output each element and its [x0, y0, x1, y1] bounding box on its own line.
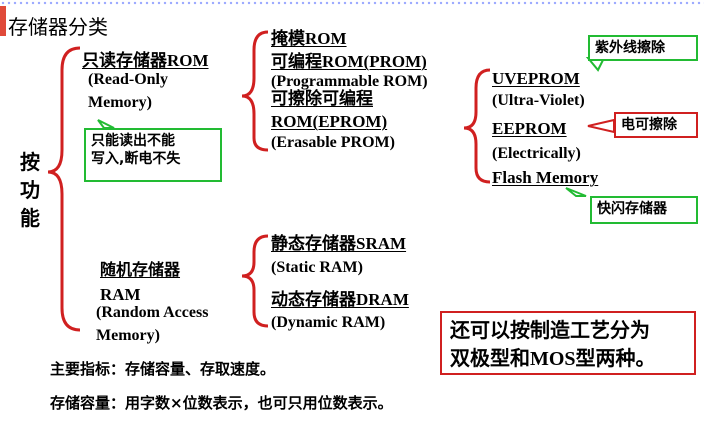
process-note-line2: 双极型和MOS型两种。 [450, 348, 656, 370]
rom-brace [241, 30, 269, 152]
electric-callout: 电可擦除 [614, 112, 698, 138]
eprom-title1: 可擦除可编程 [271, 89, 373, 108]
top-dot-border [0, 0, 704, 6]
main-brace [47, 46, 81, 332]
rom-note-tail [97, 119, 115, 129]
side-label-3: 能 [20, 206, 40, 230]
uveprom: UVEPROM [492, 69, 580, 88]
rom-note-box: 只能读出不能 写入,断电不失 [84, 128, 222, 182]
footer-line2: 存储容量：用字数×位数表示，也可只用位数表示。 [50, 394, 393, 412]
side-label-1: 按 [20, 150, 40, 174]
rom-sub2: Memory) [88, 94, 152, 111]
ram-sub2: Memory) [96, 327, 160, 344]
dram-sub: (Dynamic RAM) [271, 314, 386, 331]
footer-line1: 主要指标：存储容量、存取速度。 [50, 360, 276, 378]
process-note-box: 还可以按制造工艺分为 双极型和MOS型两种。 [440, 311, 696, 375]
electric-callout-tail [587, 118, 615, 134]
ram-brace [241, 234, 269, 328]
mask-rom: 掩模ROM [271, 29, 347, 48]
eprom-sub: (Erasable PROM) [271, 134, 395, 151]
rom-title: 只读存储器ROM [82, 51, 209, 70]
ram-title: 随机存储器 [100, 260, 181, 279]
uv-callout: 紫外线擦除 [588, 35, 698, 61]
eprom-title2: ROM(EPROM) [271, 112, 388, 131]
eeprom: EEPROM [492, 119, 567, 138]
prom-sub: (Programmable ROM) [271, 73, 428, 90]
side-label-2: 功 [20, 178, 40, 202]
rom-sub1: (Read-Only [88, 71, 168, 88]
eprom-brace [463, 68, 491, 184]
eeprom-sub: (Electrically) [492, 145, 581, 162]
flash-callout-tail [565, 187, 587, 197]
dram-title: 动态存储器DRAM [271, 290, 409, 309]
flash-callout: 快闪存储器 [590, 196, 698, 224]
rom-note-line1: 只能读出不能 [91, 133, 175, 149]
process-note-line1: 还可以按制造工艺分为 [450, 320, 650, 342]
ram-title2: RAM [100, 285, 141, 304]
left-accent-bar [0, 6, 6, 36]
sram-sub: (Static RAM) [271, 259, 363, 276]
uveprom-sub: (Ultra-Violet) [492, 92, 585, 109]
ram-sub1: (Random Access [96, 304, 209, 321]
page-title: 存储器分类 [8, 15, 108, 39]
sram-title: 静态存储器SRAM [271, 234, 407, 253]
rom-note-line2: 写入,断电不失 [91, 151, 181, 167]
flash-memory: Flash Memory [492, 168, 599, 187]
prom-title: 可编程ROM(PROM) [271, 52, 427, 71]
